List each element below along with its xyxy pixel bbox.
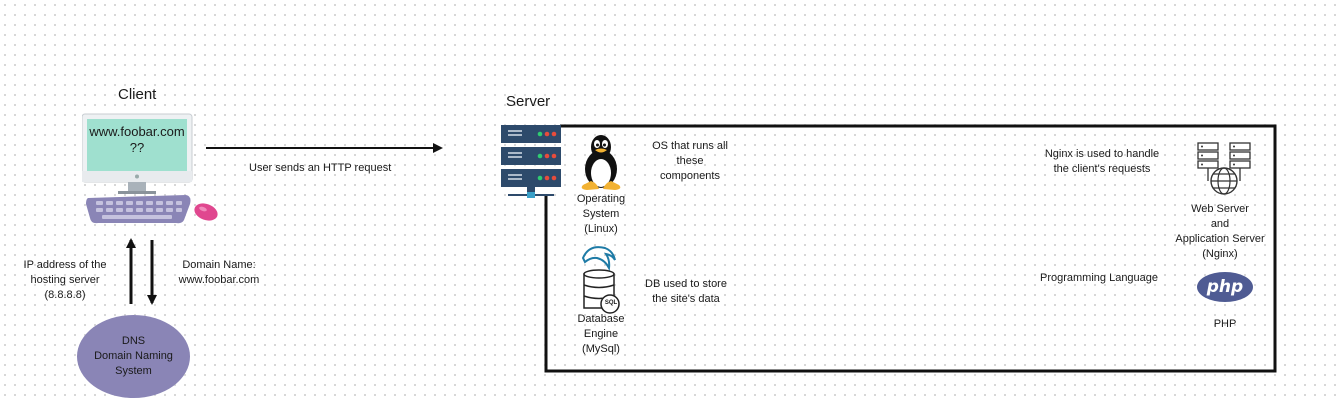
server-boundary [544, 124, 1277, 373]
database-label: Database Engine (MySql) [565, 312, 637, 357]
os-description-line: OS that runs all [652, 140, 728, 152]
webserver-label-line: Application Server [1175, 233, 1265, 245]
linux-penguin-icon [581, 135, 621, 190]
database-label-line: Engine [583, 328, 619, 340]
server-title: Server [506, 93, 551, 110]
domain-label-line: Domain Name: [182, 259, 256, 271]
client-title: Client [118, 86, 157, 103]
database-description-line: the site's data [652, 293, 720, 305]
dns-node: DNS Domain Naming System [77, 315, 190, 398]
domain-name-label: Domain Name: www.foobar.com [166, 258, 272, 288]
web-server-icon [1197, 142, 1251, 195]
ip-label-line: hosting server [30, 274, 100, 286]
ip-label-line: IP address of the [23, 259, 107, 271]
os-label: Operating System (Linux) [565, 192, 637, 237]
sql-badge: SQL [604, 300, 618, 306]
database-label-line: Database [577, 313, 625, 325]
computer-icon [82, 113, 218, 224]
webserver-label: Web Server and Application Server (Nginx… [1160, 202, 1280, 262]
webserver-label-line: (Nginx) [1202, 248, 1238, 260]
php-label: PHP [1213, 318, 1237, 330]
dns-line: DNS [121, 335, 146, 347]
dns-line: System [115, 365, 152, 377]
os-description-line: these [676, 155, 704, 167]
webserver-description-line: the client's requests [1053, 163, 1151, 175]
os-description: OS that runs all these components [640, 139, 740, 184]
database-description-line: DB used to store [645, 278, 727, 290]
screen-url: www.foobar.com [89, 124, 185, 139]
screen-question: ?? [129, 140, 145, 155]
webserver-label-line: and [1210, 218, 1230, 230]
domain-label-line: www.foobar.com [178, 274, 260, 286]
database-description: DB used to store the site's data [636, 277, 736, 307]
ip-address-label: IP address of the hosting server (8.8.8.… [12, 258, 118, 303]
php-description: Programming Language [1040, 272, 1159, 284]
server-rack-icon [501, 125, 561, 198]
os-label-line: Operating [576, 193, 626, 205]
database-label-line: (MySql) [582, 343, 620, 355]
client-computer: www.foobar.com ?? [82, 112, 222, 232]
os-label-line: (Linux) [584, 223, 618, 235]
webserver-description: Nginx is used to handle the client's req… [1036, 147, 1168, 177]
webserver-description-line: Nginx is used to handle [1044, 148, 1160, 160]
mysql-database-icon [581, 246, 620, 314]
dns-line: Domain Naming [94, 350, 173, 362]
http-request-label: User sends an HTTP request [249, 162, 392, 174]
ip-label-line: (8.8.8.8) [44, 289, 86, 301]
php-logo-icon: php [1197, 272, 1253, 302]
webserver-label-line: Web Server [1191, 203, 1249, 215]
php-logo-text: php [1206, 276, 1244, 297]
os-label-line: System [582, 208, 620, 220]
os-description-line: components [660, 170, 720, 182]
